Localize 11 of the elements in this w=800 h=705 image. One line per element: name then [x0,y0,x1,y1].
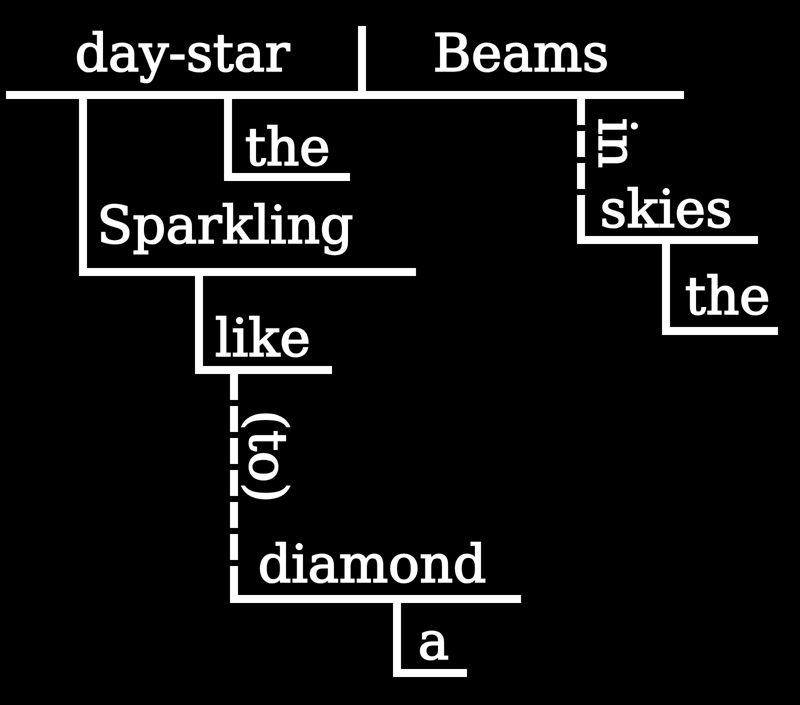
verb-word: Beams [433,28,609,80]
article-word: a [418,616,450,668]
object-word: diamond [258,539,486,591]
article-word: the [245,122,330,174]
preposition-word: in [590,118,642,168]
participle-word: Sparkling [97,200,354,252]
modifier-word: like [215,313,311,365]
subject-word: day-star [75,28,290,80]
object-word: skies [600,184,732,236]
preposition-word: (to) [241,410,293,503]
article-word: the [685,271,770,323]
